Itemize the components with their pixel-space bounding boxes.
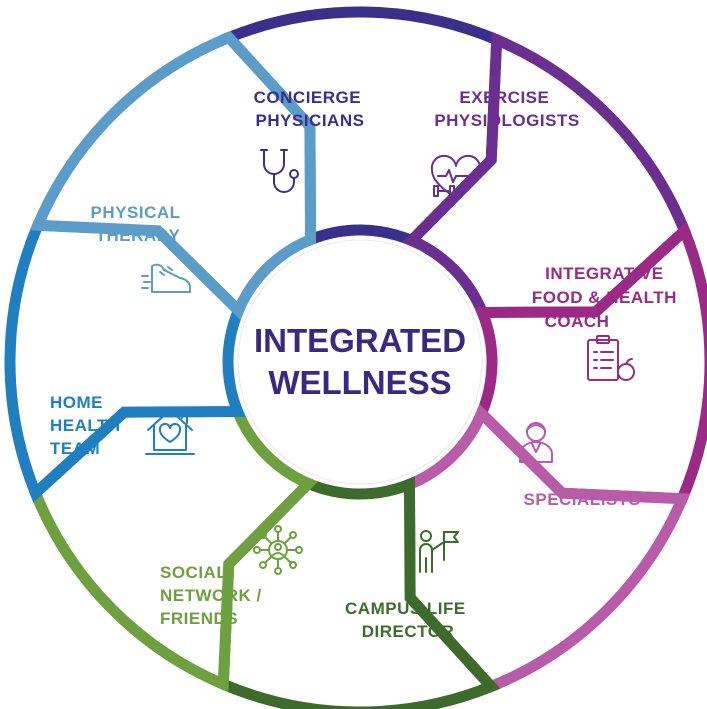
- segment-physical-therapy: [29, 30, 317, 321]
- segment-label-campus-life-director: CAMPUS LIFE DIRECTOR: [345, 599, 471, 641]
- segment-concierge-physicians: [219, 6, 503, 248]
- segment-exercise-physiologists: [401, 31, 692, 319]
- center-title-line1: INTEGRATED: [254, 322, 466, 359]
- house-heart-icon: [145, 409, 195, 455]
- segment-label-specialists: SPECIALISTS: [524, 490, 641, 509]
- network-icon: [253, 525, 303, 575]
- heart-dumbbell-icon: [430, 154, 482, 199]
- segment-label-concierge-physicians: CONCIERGE PHYSICIANS: [254, 88, 367, 130]
- person-flag-icon: [419, 530, 459, 573]
- segment-campus-life-director: [217, 476, 501, 709]
- segment-label-home-health-team: HOME HEALTH TEAM: [50, 393, 126, 458]
- segment-integrative-food-health-coach: [474, 221, 707, 505]
- sneaker-icon: [141, 263, 191, 293]
- segment-label-physical-therapy: PHYSICAL THERAPY: [91, 203, 186, 245]
- center-circle: [237, 239, 483, 485]
- segment-label-exercise-physiologists: EXERCISE PHYSIOLOGISTS: [434, 88, 579, 130]
- segment-label-social-network-friends: SOCIAL NETWORK / FRIENDS: [160, 563, 267, 628]
- doctor-icon: [519, 422, 553, 463]
- segment-social-network-friends: [28, 405, 319, 693]
- center-title-line2: WELLNESS: [268, 364, 451, 401]
- clipboard-apple-icon: [587, 335, 635, 381]
- segment-label-integrative-food-health-coach: INTEGRATIVE FOOD & HEALTH COACH: [532, 264, 682, 331]
- segment-specialists: [403, 403, 691, 694]
- stethoscope-icon: [260, 149, 299, 193]
